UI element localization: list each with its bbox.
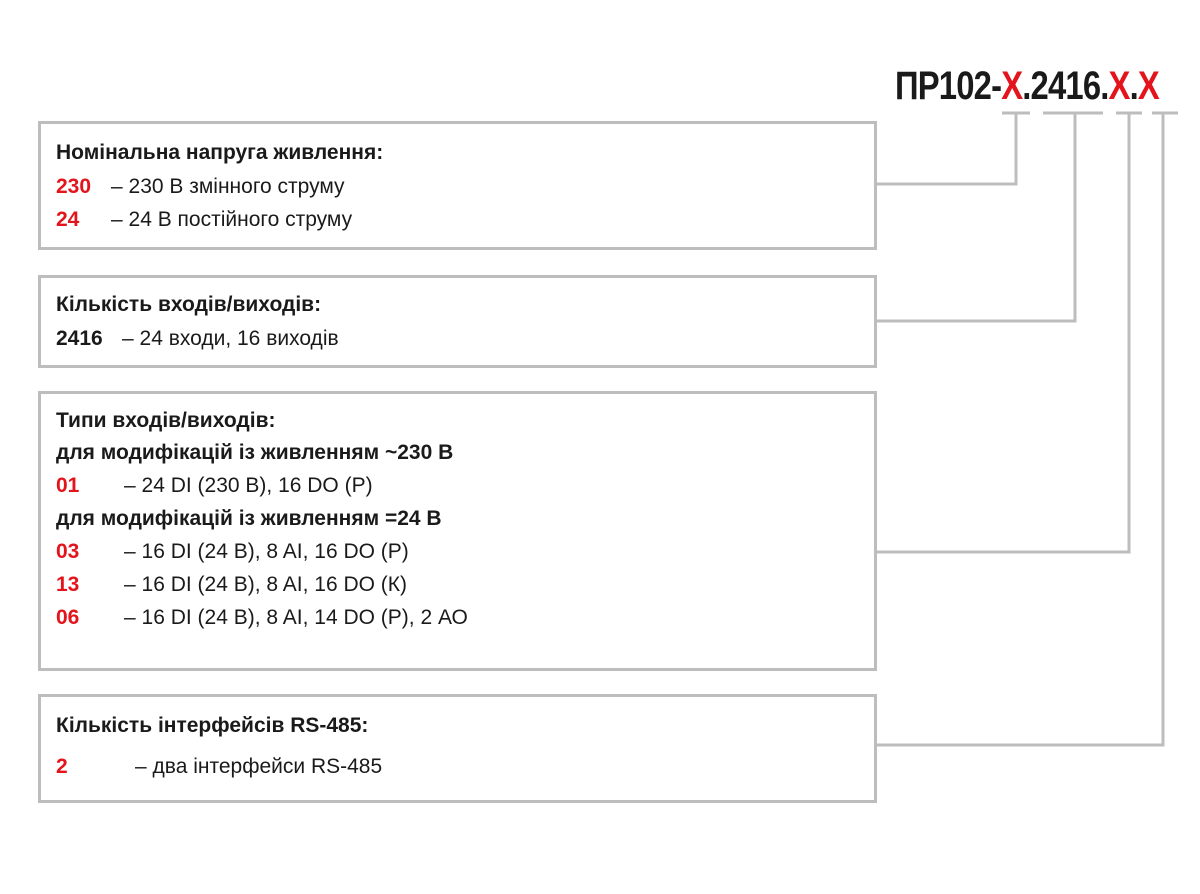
io-count-desc: – 24 входи, 16 виходів <box>122 327 339 350</box>
io-count-row: 2416 – 24 входи, 16 виходів <box>56 327 874 351</box>
product-code: ПР102-Х.2416.Х.Х <box>895 64 1160 109</box>
connector-voltage <box>877 113 1018 186</box>
io-type-desc: – 16 DI (24 В), 8 AI, 14 DO (Р), 2 АО <box>124 606 468 629</box>
code-dot-2: . <box>1100 64 1109 108</box>
rs485-title: Кількість інтерфейсів RS-485: <box>56 714 369 737</box>
code-dot-3: . <box>1129 64 1139 108</box>
io-type-desc: – 16 DI (24 В), 8 AI, 16 DO (Р) <box>124 540 409 563</box>
rs485-desc: – два інтерфейси RS-485 <box>135 755 383 778</box>
voltage-code: 230 <box>56 175 92 198</box>
connector-io-count <box>877 113 1077 323</box>
code-rs485-placeholder: Х <box>1137 64 1160 108</box>
connector-rs485 <box>877 113 1165 747</box>
io-type-code: 13 <box>56 573 80 596</box>
io-types-box: Типи входів/виходів: для модифікацій із … <box>38 391 877 671</box>
io-type-code: 03 <box>56 540 80 563</box>
io-types-title: Типи входів/виходів: <box>56 409 276 432</box>
io-count-title: Кількість входів/виходів: <box>56 293 322 316</box>
io-types-row-01: 01 – 24 DI (230 В), 16 DO (Р) <box>56 474 874 498</box>
voltage-code: 24 <box>56 208 80 231</box>
voltage-title: Номінальна напруга живлення: <box>56 141 384 164</box>
voltage-desc: – 24 В постійного струму <box>111 208 353 231</box>
connector-io-types <box>877 113 1131 554</box>
code-prefix: ПР102- <box>895 64 1002 108</box>
rs485-row: 2 – два інтерфейси RS-485 <box>56 755 874 779</box>
voltage-row-230: 230 – 230 В змінного струму <box>56 175 874 199</box>
rs485-box: Кількість інтерфейсів RS-485: 2 – два ін… <box>38 694 877 803</box>
io-types-row-03: 03 – 16 DI (24 В), 8 AI, 16 DO (Р) <box>56 540 874 564</box>
code-dot-1: . <box>1022 64 1031 108</box>
io-types-group-230: для модифікацій із живленням ~230 В <box>56 441 454 464</box>
io-types-row-13: 13 – 16 DI (24 В), 8 AI, 16 DO (К) <box>56 573 874 597</box>
rs485-code: 2 <box>56 755 68 778</box>
io-count-code: 2416 <box>56 327 103 350</box>
code-io-type-placeholder: Х <box>1108 64 1131 108</box>
voltage-desc: – 230 В змінного струму <box>111 175 345 198</box>
io-type-code: 06 <box>56 606 80 629</box>
io-types-group-24: для модифікацій із живленням =24 В <box>56 507 442 530</box>
io-count-box: Кількість входів/виходів: 2416 – 24 вход… <box>38 275 877 368</box>
voltage-box: Номінальна напруга живлення: 230 – 230 В… <box>38 121 877 250</box>
code-voltage-placeholder: Х <box>1001 64 1023 108</box>
io-type-code: 01 <box>56 474 80 497</box>
io-type-desc: – 16 DI (24 В), 8 AI, 16 DO (К) <box>124 573 408 596</box>
voltage-row-24: 24 – 24 В постійного струму <box>56 208 874 232</box>
code-io-count: 2416 <box>1030 64 1102 108</box>
io-type-desc: – 24 DI (230 В), 16 DO (Р) <box>124 474 373 497</box>
io-types-row-06: 06 – 16 DI (24 В), 8 AI, 14 DO (Р), 2 АО <box>56 606 874 630</box>
